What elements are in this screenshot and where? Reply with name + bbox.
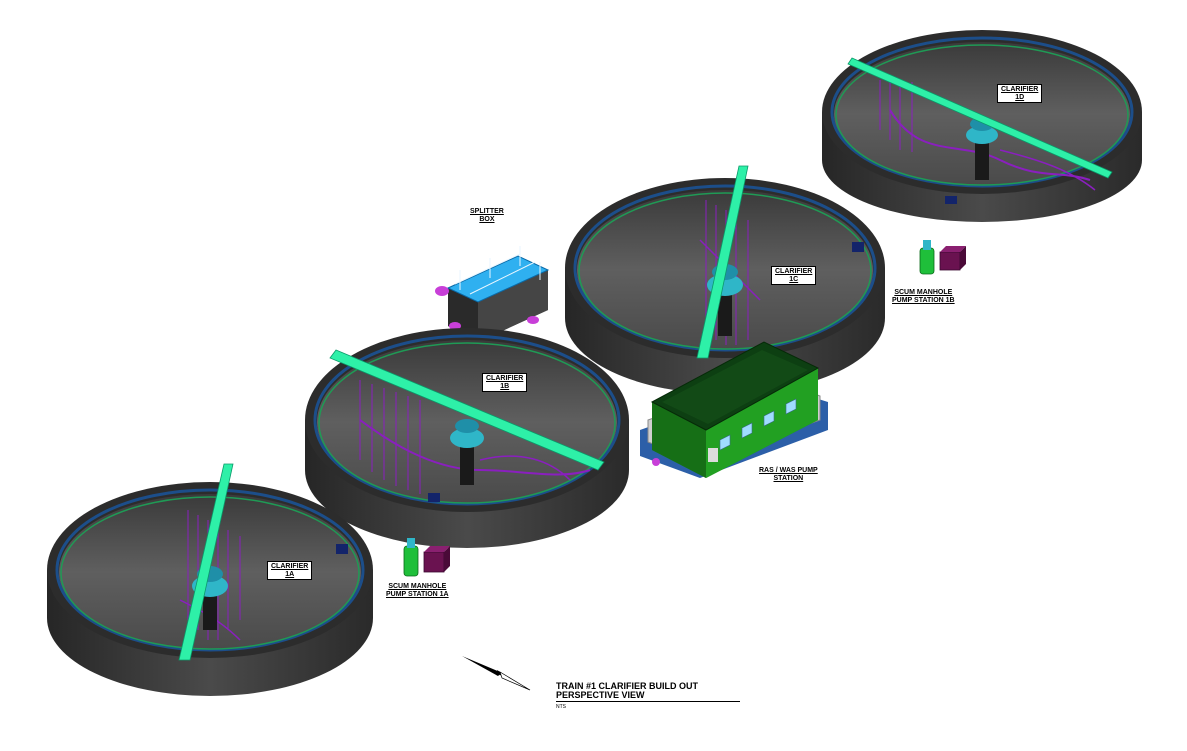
- clarifier-1d: [822, 30, 1142, 222]
- ras-was-pump-station: [640, 341, 828, 478]
- drawing-scale: NTS: [556, 704, 566, 710]
- drawing-title-line-2: PERSPECTIVE VIEW: [556, 690, 645, 700]
- title-underline: [556, 701, 740, 702]
- title-block: TRAIN #1 CLARIFIER BUILD OUT PERSPECTIVE…: [556, 682, 740, 710]
- scum-pump-station-1a: [403, 538, 450, 577]
- clarifier-1c: [565, 165, 885, 394]
- north-arrow-icon: [462, 656, 531, 691]
- clarifier-1a: [47, 463, 373, 696]
- clarifier-1b: [305, 328, 629, 548]
- splitter-box: [435, 246, 550, 342]
- drawing-title-line-1: TRAIN #1 CLARIFIER BUILD OUT: [556, 681, 699, 691]
- scum-pump-station-1b: [919, 240, 966, 275]
